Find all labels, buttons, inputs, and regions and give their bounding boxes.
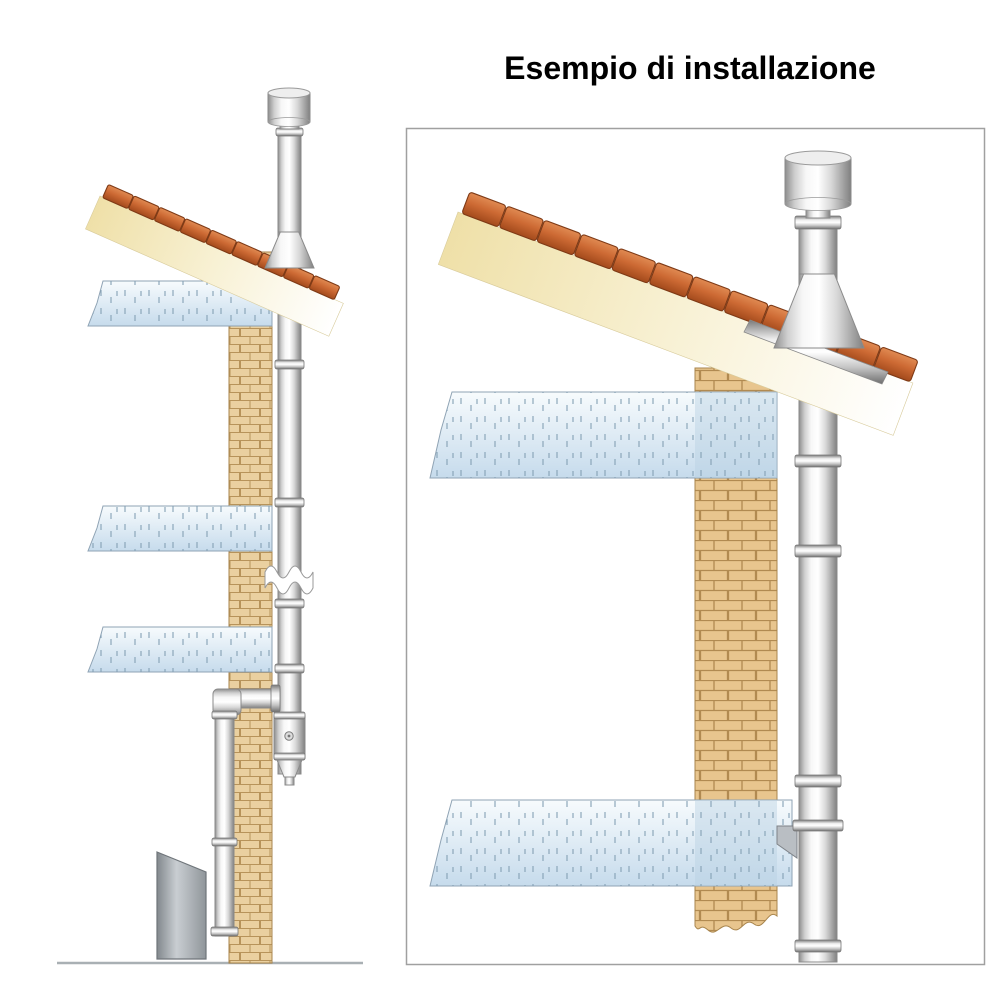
floor-slab-1 [429, 391, 778, 479]
roof [437, 192, 918, 436]
storm-collar [743, 267, 889, 385]
pipe-break-symbol [264, 565, 314, 595]
wall-clamp-band [792, 819, 844, 832]
wall-bracket [776, 825, 798, 859]
pipe-joint-band [794, 939, 842, 953]
pipe-joint-band [274, 663, 305, 674]
panel-border [405, 127, 986, 966]
floor-slab-2 [429, 799, 793, 887]
chimney-cap [267, 87, 311, 233]
inspection-module [273, 711, 306, 786]
brick-chimney-wall [694, 367, 778, 933]
pipe-joint-band [274, 598, 305, 609]
drain-cone [276, 759, 303, 778]
roof-underside [437, 211, 914, 436]
collar-cone [773, 267, 865, 349]
roof [85, 184, 344, 337]
left-figure [57, 87, 363, 965]
floor-slab-1 [87, 280, 273, 327]
pipe-joint-band [794, 454, 842, 468]
page-title: Esempio di installazione [504, 50, 876, 86]
appliance-flue-connector [210, 710, 239, 937]
storm-collar [264, 227, 315, 269]
pipe-joint-band [274, 359, 305, 370]
boiler [156, 851, 207, 960]
chimney-cap [784, 150, 852, 275]
pipe-joint-band [794, 774, 842, 788]
pipe-joint-band [794, 544, 842, 558]
floor-slab-3 [87, 626, 273, 673]
floor-slab-2 [87, 505, 273, 552]
example-panel [405, 127, 986, 966]
pipe-joint-band [274, 497, 305, 508]
brick-chimney-wall [228, 251, 273, 964]
roof-tiles [102, 184, 340, 300]
drain-stub [284, 776, 295, 786]
